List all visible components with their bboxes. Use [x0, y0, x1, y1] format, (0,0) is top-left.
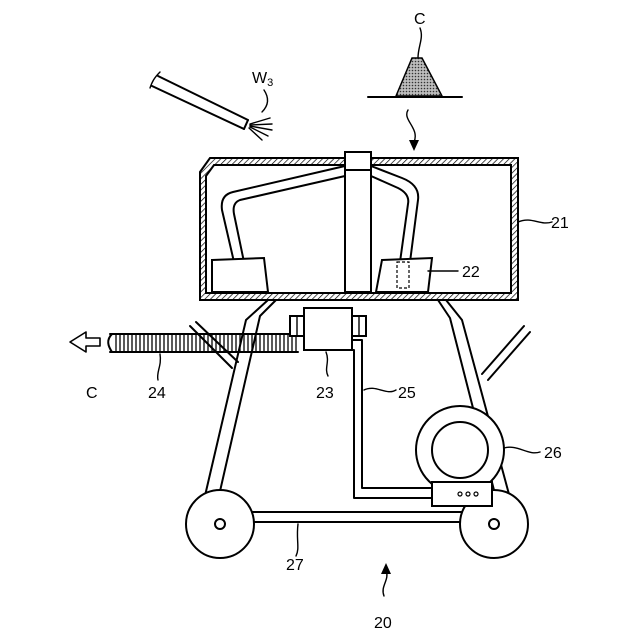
water-spray [249, 118, 272, 140]
pump-label: 23 [316, 385, 334, 402]
right-blade [376, 258, 432, 292]
machine-arrow [381, 563, 391, 596]
reel-inner [432, 422, 488, 478]
outlet-arrow [70, 332, 100, 352]
pipe-leader [364, 388, 396, 391]
pump-leader [326, 352, 328, 376]
hopper-label: 21 [551, 215, 569, 232]
right-arm-outer [371, 166, 418, 262]
water-label-sub: 3 [267, 77, 273, 89]
hose-end [108, 334, 112, 352]
hopper-leader [518, 220, 552, 223]
blades-label: 22 [462, 264, 480, 281]
water-label: W3 [252, 70, 273, 89]
left-handle [190, 322, 238, 368]
pipe-label: 25 [398, 385, 416, 402]
frame-leader [296, 524, 298, 556]
material-top-leader [418, 28, 421, 58]
nozzle-pipe-bottom [152, 86, 244, 129]
machine-label: 20 [374, 615, 392, 632]
nozzle-break-mark [150, 72, 160, 88]
material-pile-shape [396, 58, 442, 96]
pump [290, 308, 366, 350]
hose [108, 334, 298, 352]
water-leader [262, 90, 268, 112]
pump-body [304, 308, 352, 350]
material-pile: C [368, 11, 462, 97]
right-arm-inner [371, 176, 408, 262]
water-nozzle: W3 [150, 70, 273, 140]
hose-label: 24 [148, 385, 166, 402]
material-out-label: C [86, 385, 98, 402]
mixer-shaft [345, 170, 371, 292]
left-blade [212, 258, 268, 292]
shaft-cap [345, 152, 371, 170]
feed-arrow [407, 110, 419, 151]
right-handle [482, 326, 530, 380]
material-top-label: C [414, 11, 426, 28]
reel-leader [504, 447, 540, 453]
nozzle-pipe-top [158, 76, 248, 120]
left-wheel [186, 490, 254, 558]
water-label-main: W [252, 70, 268, 87]
mixer [212, 152, 432, 292]
hose-leader [158, 354, 161, 380]
frame-label: 27 [286, 557, 304, 574]
nozzle-tip [244, 120, 248, 129]
reel-label: 26 [544, 445, 562, 462]
reel [416, 406, 504, 494]
left-leg-outer [204, 300, 268, 500]
